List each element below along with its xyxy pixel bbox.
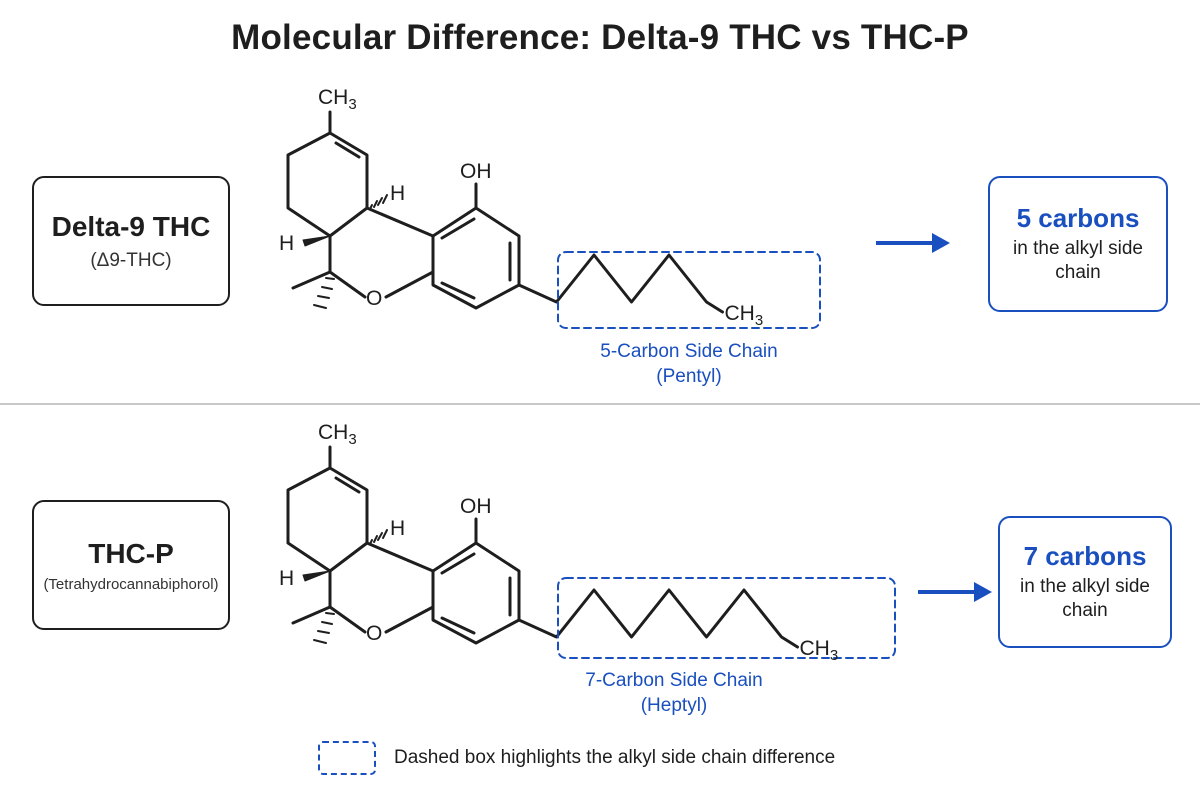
thcp-carbon-desc: in the alkyl side chain [1020,576,1150,622]
thcp-chain-label-line2: (Heptyl) [640,694,708,716]
thcp-hash-bond [369,529,388,545]
delta9-hydrogen-label-right: H [390,182,405,205]
thcp-ring-double-bond [334,476,361,494]
delta9-name: Delta-9 THC [51,211,211,243]
delta9-hydroxyl-label: OH [460,160,492,183]
delta9-carbon-count: 5 carbons [1016,203,1140,234]
thcp-name: THC-P [88,537,174,569]
thcp-name-box: THC-P (Tetrahydrocannabiphorol) [32,500,230,630]
thcp-arrow [918,582,992,602]
thcp-ring-junction-bond [365,541,435,573]
thcp-cyclohexene-ring [286,466,369,573]
delta9-chain-label-line1: 5-Carbon Side Chain [600,341,778,362]
delta9-ring-double-bond [334,141,361,159]
thcp-result-box: 7 carbons in the alkyl side chain [998,516,1172,648]
thcp-pyran-ring [328,569,367,634]
thcp-terminal-methyl-label: CH3 [800,637,839,664]
delta9-wedge-bond [302,235,331,247]
legend-text: Dashed box highlights the alkyl side cha… [394,747,836,768]
delta9-chain-label: 5-Carbon Side Chain (Pentyl) [558,340,820,389]
thcp-ether-bond [384,605,435,634]
delta9-oxygen-label: O [366,287,382,310]
delta9-arrow [876,233,950,253]
thcp-methyl-label: CH3 [318,421,357,448]
delta9-hash-bond [369,194,388,210]
thcp-hydrogen-label-left: H [279,567,294,590]
thcp-heptyl-chain [517,588,799,649]
thcp-aromatic-bond-3 [440,616,476,635]
delta9-chain-label-line2: (Pentyl) [656,365,722,387]
panel-divider [0,403,1200,405]
delta9-methyl-hashed [313,277,335,309]
delta9-carbon-desc: in the alkyl side chain [1013,238,1143,284]
delta9-benzene-ring [431,206,521,310]
thcp-chain-label: 7-Carbon Side Chain (Heptyl) [558,669,790,718]
delta9-pentyl-chain [517,253,724,314]
thcp-wedge-bond [302,570,331,582]
thcp-hydroxyl-label: OH [460,495,492,518]
delta9-subtitle: (Δ9-THC) [90,249,172,271]
thcp-aromatic-bond-1 [440,552,476,575]
thcp-methyl-hashed [313,612,335,644]
thcp-hydrogen-label-right: H [390,517,405,540]
delta9-hydrogen-label-left: H [279,232,294,255]
legend-dashed-box-swatch [318,741,376,775]
delta9-result-box: 5 carbons in the alkyl side chain [988,176,1168,312]
thcp-chain-label-line1: 7-Carbon Side Chain [585,670,763,691]
delta9-aromatic-bond-3 [440,281,476,300]
delta9-structure: CH3 OH H H O CH3 [279,86,821,329]
diagram-title: Molecular Difference: Delta-9 THC vs THC… [231,18,969,57]
thcp-chain-highlight-box [557,577,896,659]
delta9-ether-bond [384,270,435,299]
thcp-benzene-ring [431,541,521,645]
delta9-name-box: Delta-9 THC (Δ9-THC) [32,176,230,306]
thcp-subtitle: (Tetrahydrocannabiphorol) [43,576,219,594]
delta9-methyl-plain [291,270,332,290]
legend: Dashed box highlights the alkyl side cha… [318,740,835,776]
thcp-oxygen-label: O [366,622,382,645]
delta9-ring-junction-bond [365,206,435,238]
delta9-chain-highlight-box [557,251,821,329]
delta9-aromatic-bond-1 [440,217,476,240]
thcp-carbon-count: 7 carbons [1023,541,1147,572]
thcp-methyl-plain [291,605,332,625]
